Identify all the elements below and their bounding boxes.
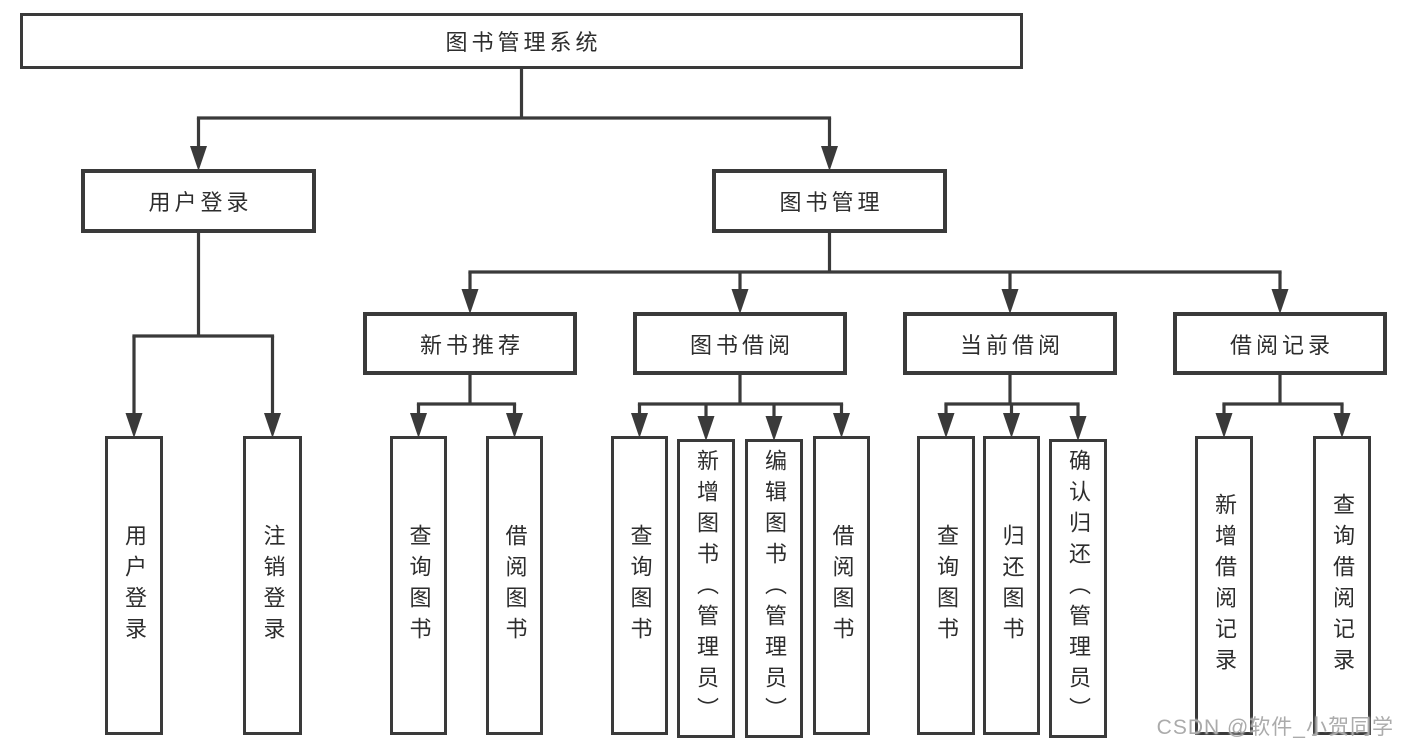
arrowhead-icon	[125, 413, 143, 438]
edge-user-login	[125, 231, 281, 438]
edge-book-borrow	[631, 373, 850, 441]
diagram-node-leaf-user-login: 用户登录	[105, 436, 163, 735]
diagram-node-label-book-mgmt: 图书管理	[779, 190, 884, 215]
arrowhead-icon	[765, 416, 783, 441]
edge-new-book-rec	[410, 373, 523, 438]
diagram-node-label-leaf-edit-book: 编辑图书（管理员）	[762, 449, 787, 728]
diagram-node-leaf-borrow-book-2: 借阅图书	[813, 436, 870, 735]
diagram-node-leaf-confirm-return: 确认归还（管理员）	[1049, 439, 1107, 738]
diagram-node-label-borrow-records: 借阅记录	[1229, 332, 1334, 358]
diagram-node-label-leaf-return-book: 归还图书	[999, 523, 1025, 648]
arrowhead-icon	[1271, 289, 1289, 314]
arrowhead-icon	[833, 413, 850, 438]
diagram-node-book-borrow: 图书借阅	[633, 312, 847, 375]
diagram-node-leaf-query-book-2: 查询图书	[611, 436, 668, 735]
arrowhead-icon	[1215, 413, 1233, 438]
diagram-node-leaf-query-borrow-record: 查询借阅记录	[1313, 436, 1371, 735]
arrowhead-icon	[1069, 416, 1087, 441]
diagram-node-label-leaf-add-book: 新增图书（管理员）	[694, 449, 719, 728]
arrowhead-icon	[410, 413, 427, 438]
diagram-node-leaf-borrow-book-1: 借阅图书	[486, 436, 543, 735]
arrowhead-icon	[461, 289, 479, 314]
arrowhead-icon	[631, 413, 648, 438]
diagram-node-label-book-borrow: 图书借阅	[689, 332, 794, 358]
diagram-node-new-book-rec: 新书推荐	[363, 312, 577, 375]
diagram-node-leaf-query-book-1: 查询图书	[390, 436, 447, 735]
edge-book-mgmt	[461, 231, 1289, 314]
arrowhead-icon	[1003, 413, 1020, 438]
diagram-node-label-leaf-query-book-2: 查询图书	[627, 523, 653, 648]
arrowhead-icon	[937, 413, 955, 438]
arrowhead-icon	[1333, 413, 1351, 438]
diagram-node-label-user-login: 用户登录	[148, 190, 253, 215]
diagram-node-label-leaf-confirm-return: 确认归还（管理员）	[1066, 449, 1091, 728]
diagram-node-leaf-add-book: 新增图书（管理员）	[677, 439, 735, 738]
diagram-node-leaf-return-book: 归还图书	[983, 436, 1040, 735]
diagram-node-label-leaf-user-login: 用户登录	[122, 523, 147, 648]
diagram-node-label-leaf-borrow-book-2: 借阅图书	[829, 523, 855, 648]
diagram-node-label-current-borrow: 当前借阅	[959, 332, 1064, 358]
arrowhead-icon	[731, 289, 749, 314]
arrowhead-icon	[190, 146, 207, 171]
diagram-node-root: 图书管理系统	[20, 13, 1023, 69]
diagram-node-label-leaf-query-book-3: 查询图书	[934, 523, 959, 648]
diagram-node-label-leaf-query-book-1: 查询图书	[406, 523, 432, 648]
diagram-node-leaf-add-borrow-record: 新增借阅记录	[1195, 436, 1253, 735]
arrowhead-icon	[264, 413, 281, 438]
diagram-node-label-leaf-logout: 注销登录	[260, 523, 286, 648]
watermark: CSDN @软件_小贺同学	[1156, 716, 1394, 739]
diagram-node-book-mgmt: 图书管理	[712, 169, 947, 233]
diagram-node-label-leaf-add-borrow-record: 新增借阅记录	[1212, 492, 1237, 679]
arrowhead-icon	[697, 416, 715, 441]
diagram-node-label-root: 图书管理系统	[445, 30, 602, 55]
edge-borrow-records	[1215, 373, 1351, 438]
diagram-node-label-new-book-rec: 新书推荐	[419, 332, 524, 358]
diagram-node-user-login: 用户登录	[81, 169, 316, 233]
diagram-node-label-leaf-borrow-book-1: 借阅图书	[502, 523, 528, 648]
edge-root	[190, 67, 838, 171]
diagram-node-leaf-query-book-3: 查询图书	[917, 436, 975, 735]
arrowhead-icon	[1001, 289, 1019, 314]
diagram-node-leaf-edit-book: 编辑图书（管理员）	[745, 439, 803, 738]
arrowhead-icon	[821, 146, 838, 171]
edge-current-borrow	[937, 373, 1087, 441]
arrowhead-icon	[506, 413, 523, 438]
diagram-node-borrow-records: 借阅记录	[1173, 312, 1387, 375]
diagram-node-label-leaf-query-borrow-record: 查询借阅记录	[1330, 492, 1355, 679]
diagram-node-current-borrow: 当前借阅	[903, 312, 1117, 375]
diagram-node-leaf-logout: 注销登录	[243, 436, 302, 735]
